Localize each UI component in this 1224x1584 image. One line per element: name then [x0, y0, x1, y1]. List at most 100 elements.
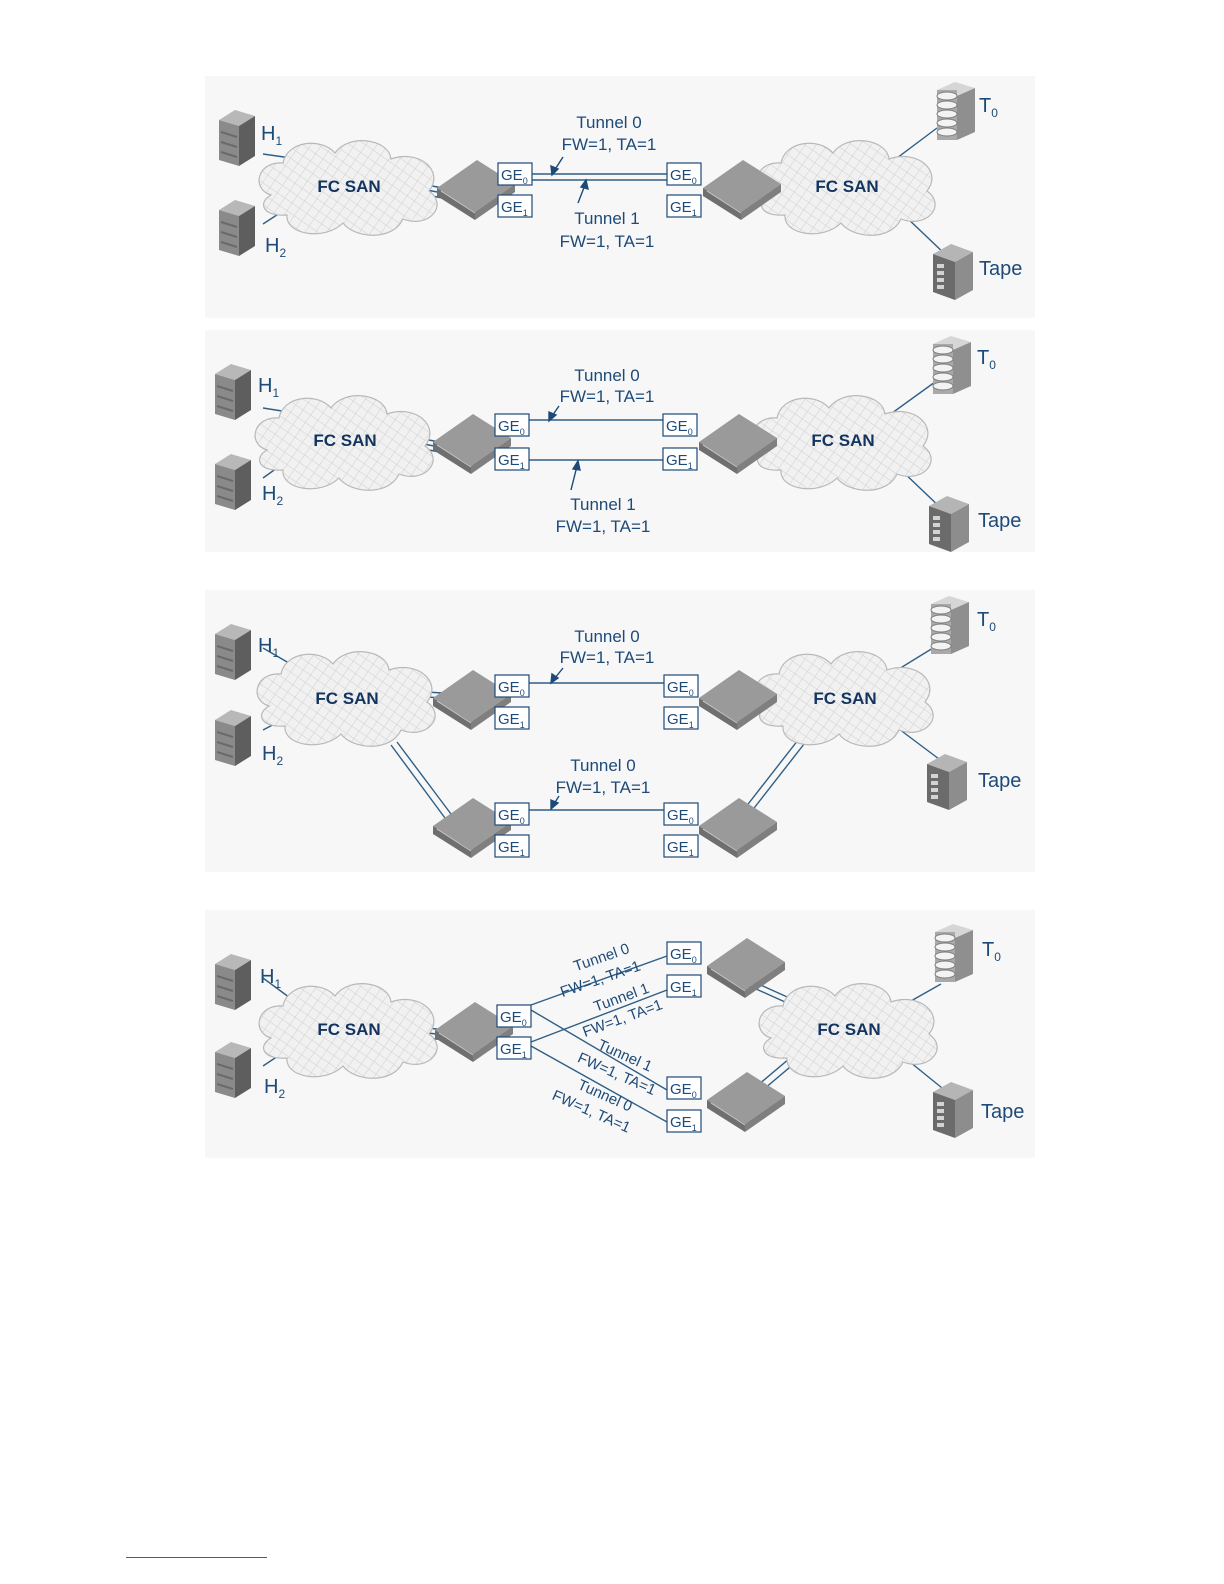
svg-text:GE1: GE1	[670, 979, 697, 998]
ge1-port-bottom-right: GE1	[666, 1109, 702, 1133]
host-1-label: H1	[258, 635, 279, 660]
ge1-port-right: GE1	[666, 194, 702, 218]
tunnel-0-label: Tunnel 0	[576, 113, 642, 132]
switch-bottom-right	[707, 1072, 785, 1132]
panel-3-two-switch-pairs: FC SAN FC SAN H1 H2 T0 Tape GE0 GE1 GE0 …	[205, 590, 1035, 872]
ge0-port-bottom-right: GE0	[663, 802, 699, 826]
fc-san-label-left: FC SAN	[317, 1020, 380, 1039]
svg-text:GE1: GE1	[498, 711, 525, 730]
ge1-port-bottom-right: GE1	[663, 834, 699, 858]
svg-text:GE0: GE0	[670, 1081, 697, 1100]
san-cloud-right	[752, 395, 932, 491]
svg-text:GE1: GE1	[501, 199, 528, 218]
svg-text:GE0: GE0	[498, 807, 525, 826]
tape-label: Tape	[979, 258, 1022, 280]
storage-target-icon	[934, 924, 973, 982]
switch-top-right	[699, 670, 777, 730]
target-0-label: T0	[977, 609, 996, 634]
svg-text:GE0: GE0	[667, 807, 694, 826]
svg-text:GE0: GE0	[498, 679, 525, 698]
svg-text:GE1: GE1	[670, 1114, 697, 1133]
svg-text:GE0: GE0	[670, 946, 697, 965]
svg-text:GE1: GE1	[670, 199, 697, 218]
switch-bottom-right	[699, 798, 777, 858]
tunnel-arrows	[550, 156, 589, 204]
san-cloud-left	[256, 651, 436, 747]
tunnel-arrows	[548, 405, 581, 491]
tape-label: Tape	[978, 770, 1021, 792]
ge0-port-bottom-left: GE0	[494, 802, 530, 826]
storage-target-icon	[930, 596, 969, 654]
tunnel-0-params: FW=1, TA=1	[560, 387, 655, 406]
tape-library-icon	[929, 496, 969, 552]
ge0-port-left: GE0	[496, 1004, 532, 1028]
svg-text:GE0: GE0	[666, 418, 693, 437]
host-1-label: H1	[260, 966, 281, 991]
host-icon-1	[219, 110, 255, 166]
fc-san-label-right: FC SAN	[813, 689, 876, 708]
switch-left	[433, 414, 511, 474]
ge0-port-bottom-right: GE0	[666, 1076, 702, 1100]
storage-target-icon	[936, 82, 975, 140]
footnote-separator	[126, 1557, 267, 1558]
tunnel-1-label: Tunnel 1	[570, 495, 636, 514]
ge0-port-right: GE0	[666, 162, 702, 186]
tunnel-0-label: Tunnel 0	[574, 366, 640, 385]
diagram-2: FC SAN FC SAN H1 H2 T0 Tape GE0 GE1 GE0 …	[215, 336, 1021, 552]
svg-text:GE0: GE0	[501, 167, 528, 186]
host-2-label: H2	[262, 743, 283, 768]
host-icon-2	[215, 454, 251, 510]
diagram-4: FC SAN FC SAN H1 H2 T0 Tape GE0 GE1 GE0 …	[215, 924, 1024, 1138]
switch-top-right	[707, 938, 785, 998]
svg-text:GE1: GE1	[667, 839, 694, 858]
tape-label: Tape	[978, 510, 1021, 532]
panel-2-dual-link: FC SAN FC SAN H1 H2 T0 Tape GE0 GE1 GE0 …	[205, 330, 1035, 552]
panel-1-single-link: FC SAN FC SAN H1 H2 T0 Tape GE0 GE1 GE0 …	[205, 76, 1035, 318]
svg-text:GE1: GE1	[667, 711, 694, 730]
ge1-port-right: GE1	[662, 447, 698, 471]
fc-san-label-right: FC SAN	[811, 431, 874, 450]
tape-label: Tape	[981, 1101, 1024, 1123]
svg-text:GE1: GE1	[500, 1041, 527, 1060]
svg-text:GE0: GE0	[667, 679, 694, 698]
ge0-port-top-left: GE0	[494, 674, 530, 698]
panel-4-cross-tunnels: FC SAN FC SAN H1 H2 T0 Tape GE0 GE1 GE0 …	[205, 910, 1035, 1158]
target-0-label: T0	[977, 347, 996, 372]
switch-left	[437, 160, 515, 220]
tape-library-icon	[933, 244, 973, 300]
fc-san-label-right: FC SAN	[815, 177, 878, 196]
ge0-port-left: GE0	[497, 162, 533, 186]
tunnel-0-params-bottom: FW=1, TA=1	[556, 778, 651, 797]
tape-library-icon	[927, 754, 967, 810]
target-0-label: T0	[982, 939, 1001, 964]
host-2-label: H2	[265, 235, 286, 260]
ge1-port-left: GE1	[496, 1036, 532, 1060]
switch-left	[435, 1002, 513, 1062]
host-icon-1	[215, 364, 251, 420]
ge0-port-top-right: GE0	[666, 941, 702, 965]
svg-text:GE1: GE1	[666, 452, 693, 471]
diagram-3: FC SAN FC SAN H1 H2 T0 Tape GE0 GE1 GE0 …	[215, 596, 1021, 858]
ge0-port-left: GE0	[494, 413, 530, 437]
ge1-port-left: GE1	[497, 194, 533, 218]
tunnel-0-label-top: Tunnel 0	[574, 627, 640, 646]
host-icon-2	[215, 1042, 251, 1098]
san-cloud-right	[754, 651, 934, 747]
host-1-label: H1	[261, 123, 282, 148]
ge1-port-left: GE1	[494, 447, 530, 471]
san-cloud-left	[254, 395, 434, 491]
target-0-label: T0	[979, 95, 998, 120]
svg-text:GE1: GE1	[498, 839, 525, 858]
tunnel-1-label: Tunnel 1	[574, 209, 640, 228]
storage-target-icon	[932, 336, 971, 394]
tunnel-1-params: FW=1, TA=1	[560, 232, 655, 251]
svg-text:GE0: GE0	[500, 1009, 527, 1028]
san-cloud-right	[756, 140, 936, 236]
ge0-port-right: GE0	[662, 413, 698, 437]
ge1-port-bottom-left: GE1	[494, 834, 530, 858]
san-cloud-right	[758, 983, 938, 1079]
tunnel-1-params: FW=1, TA=1	[556, 517, 651, 536]
host-icon-2	[215, 710, 251, 766]
tunnel-0-label-bottom: Tunnel 0	[570, 756, 636, 775]
tape-library-icon	[933, 1082, 973, 1138]
